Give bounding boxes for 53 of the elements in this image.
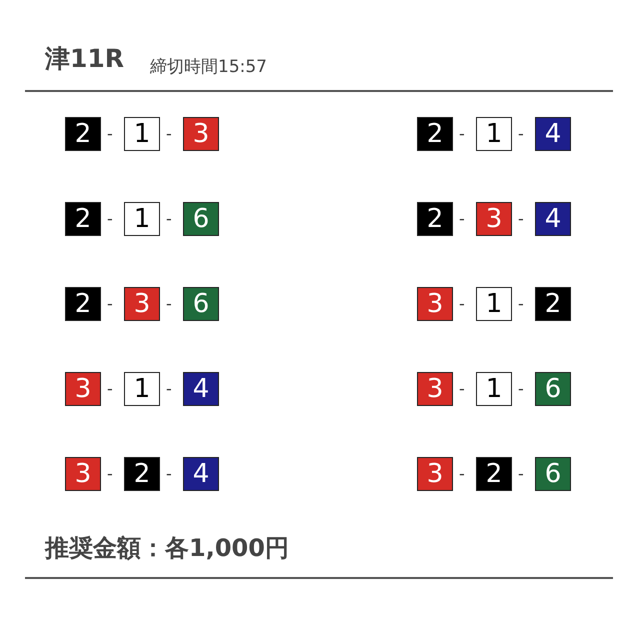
boat-number-tile: 6 bbox=[535, 372, 571, 406]
boat-number-tile: 1 bbox=[124, 202, 160, 236]
separator-dash: - bbox=[459, 124, 465, 144]
boat-number-tile: 3 bbox=[417, 372, 453, 406]
separator-dash: - bbox=[166, 209, 172, 229]
boat-number-tile: 1 bbox=[476, 287, 512, 321]
boat-number-tile: 2 bbox=[417, 117, 453, 151]
boat-number-tile: 2 bbox=[65, 202, 101, 236]
separator-dash: - bbox=[107, 124, 113, 144]
boat-number-tile: 3 bbox=[417, 457, 453, 491]
separator-dash: - bbox=[166, 379, 172, 399]
separator-dash: - bbox=[459, 379, 465, 399]
boat-number-tile: 1 bbox=[476, 117, 512, 151]
separator-dash: - bbox=[166, 464, 172, 484]
separator-dash: - bbox=[518, 464, 524, 484]
boat-number-tile: 2 bbox=[65, 287, 101, 321]
boat-number-tile: 3 bbox=[65, 457, 101, 491]
separator-dash: - bbox=[459, 294, 465, 314]
boat-number-tile: 4 bbox=[183, 372, 219, 406]
separator-dash: - bbox=[518, 379, 524, 399]
boat-number-tile: 2 bbox=[124, 457, 160, 491]
boat-number-tile: 2 bbox=[476, 457, 512, 491]
separator-dash: - bbox=[107, 379, 113, 399]
boat-number-tile: 2 bbox=[65, 117, 101, 151]
boat-number-tile: 4 bbox=[183, 457, 219, 491]
separator-dash: - bbox=[107, 209, 113, 229]
boat-number-tile: 4 bbox=[535, 117, 571, 151]
boat-number-tile: 1 bbox=[124, 372, 160, 406]
boat-number-tile: 1 bbox=[124, 117, 160, 151]
separator-dash: - bbox=[166, 294, 172, 314]
separator-dash: - bbox=[107, 294, 113, 314]
boat-number-tile: 3 bbox=[124, 287, 160, 321]
boat-number-tile: 6 bbox=[183, 202, 219, 236]
boat-number-tile: 2 bbox=[535, 287, 571, 321]
boat-number-tile: 6 bbox=[183, 287, 219, 321]
boat-number-tile: 3 bbox=[65, 372, 101, 406]
separator-dash: - bbox=[518, 209, 524, 229]
deadline-time: 締切時間15:57 bbox=[150, 56, 267, 78]
boat-number-tile: 6 bbox=[535, 457, 571, 491]
separator-dash: - bbox=[459, 209, 465, 229]
separator-dash: - bbox=[459, 464, 465, 484]
boat-number-tile: 2 bbox=[417, 202, 453, 236]
boat-number-tile: 3 bbox=[417, 287, 453, 321]
boat-number-tile: 3 bbox=[476, 202, 512, 236]
separator-dash: - bbox=[518, 124, 524, 144]
boat-number-tile: 3 bbox=[183, 117, 219, 151]
separator-dash: - bbox=[518, 294, 524, 314]
race-title: 津11R bbox=[45, 43, 124, 75]
separator-dash: - bbox=[166, 124, 172, 144]
boat-number-tile: 1 bbox=[476, 372, 512, 406]
boat-number-tile: 4 bbox=[535, 202, 571, 236]
separator-dash: - bbox=[107, 464, 113, 484]
bet-amount-note: 推奨金額：各1,000円 bbox=[45, 533, 289, 564]
